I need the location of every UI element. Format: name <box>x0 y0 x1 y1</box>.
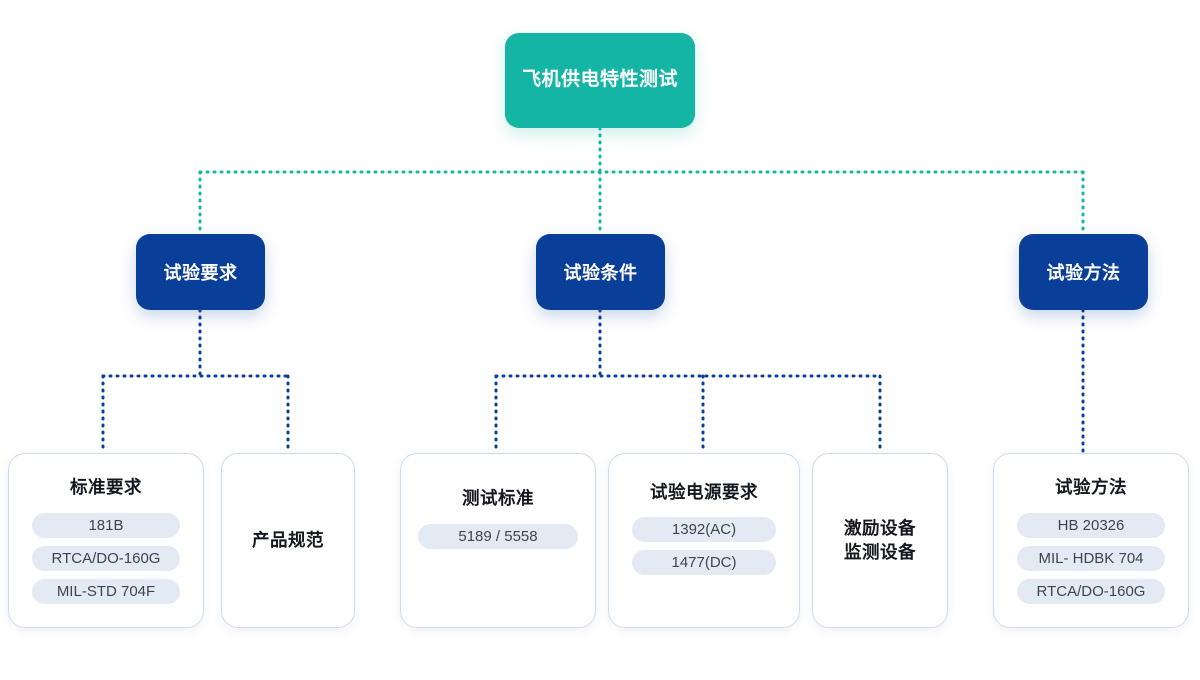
leaf-card-pill[interactable]: 1392(AC) <box>632 516 776 542</box>
node-branch-test-requirements[interactable]: 试验要求 <box>136 234 265 310</box>
leaf-card-test-standard[interactable]: 测试标准 5189 / 5558 <box>400 453 596 628</box>
leaf-card-title: 试验方法 <box>1055 477 1127 497</box>
leaf-card-pill[interactable]: 1477(DC) <box>632 549 776 575</box>
leaf-card-test-method[interactable]: 试验方法 HB 20326 MIL- HDBK 704 RTCA/DO-160G <box>993 453 1189 628</box>
leaf-card-pill-list: 181B RTCA/DO-160G MIL-STD 704F <box>9 512 203 604</box>
leaf-card-title: 试验电源要求 <box>650 482 758 502</box>
node-branch-label: 试验要求 <box>163 263 238 283</box>
node-branch-test-conditions[interactable]: 试验条件 <box>536 234 665 310</box>
leaf-card-pill-list: HB 20326 MIL- HDBK 704 RTCA/DO-160G <box>994 512 1188 604</box>
leaf-card-pill[interactable]: 181B <box>32 512 180 538</box>
leaf-card-pill[interactable]: MIL- HDBK 704 <box>1017 545 1165 571</box>
leaf-card-title: 产品规范 <box>252 529 324 550</box>
node-root-label: 飞机供电特性测试 <box>521 69 678 91</box>
node-branch-label: 试验条件 <box>563 263 638 283</box>
leaf-card-pill[interactable]: RTCA/DO-160G <box>1017 578 1165 604</box>
leaf-card-pill-list: 1392(AC) 1477(DC) <box>609 516 799 575</box>
leaf-card-pill[interactable]: HB 20326 <box>1017 512 1165 538</box>
leaf-card-title: 激励设备 监测设备 <box>844 517 916 562</box>
leaf-card-pill-list: 5189 / 5558 <box>401 523 595 549</box>
leaf-card-standard-requirements[interactable]: 标准要求 181B RTCA/DO-160G MIL-STD 704F <box>8 453 204 628</box>
node-branch-test-methods[interactable]: 试验方法 <box>1019 234 1148 310</box>
leaf-card-product-specification[interactable]: 产品规范 <box>221 453 355 628</box>
leaf-card-title: 标准要求 <box>70 477 142 497</box>
leaf-card-pill[interactable]: RTCA/DO-160G <box>32 545 180 571</box>
leaf-card-title: 测试标准 <box>462 488 534 508</box>
leaf-card-test-power-requirements[interactable]: 试验电源要求 1392(AC) 1477(DC) <box>608 453 800 628</box>
leaf-card-equipment[interactable]: 激励设备 监测设备 <box>812 453 948 628</box>
leaf-card-pill[interactable]: 5189 / 5558 <box>418 523 578 549</box>
node-branch-label: 试验方法 <box>1046 263 1121 283</box>
node-root[interactable]: 飞机供电特性测试 <box>505 33 695 128</box>
leaf-card-pill[interactable]: MIL-STD 704F <box>32 578 180 604</box>
